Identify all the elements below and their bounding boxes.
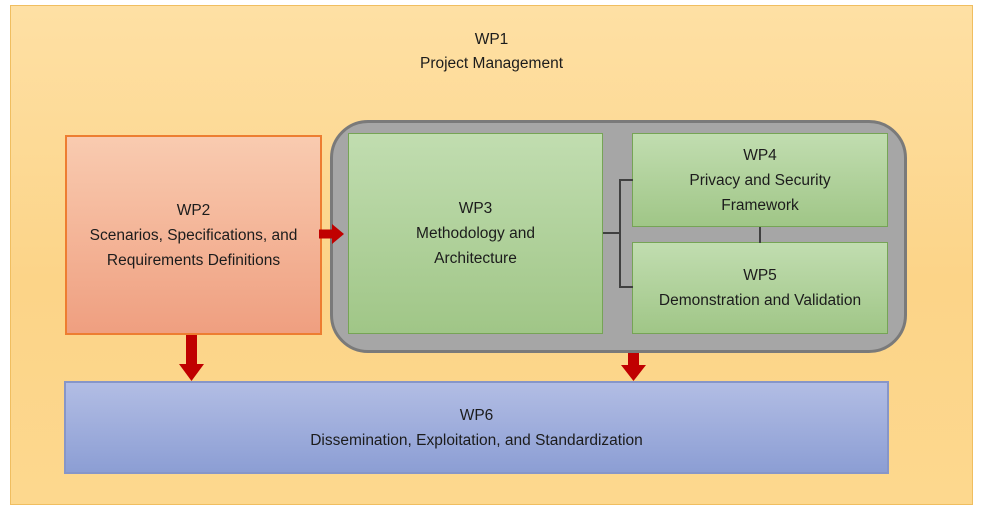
arrow-right-shape	[319, 224, 344, 244]
connector-bracket-vertical	[619, 179, 621, 288]
wp1-title-line1: WP1	[474, 31, 509, 48]
wp2-line2: Scenarios, Specifications, and	[89, 226, 298, 244]
wp2-line3: Requirements Definitions	[106, 251, 281, 269]
wp1-title: WP1 Project Management	[11, 28, 972, 76]
wp3-line2: Methodology and	[416, 225, 535, 242]
wp6-box: WP6 Dissemination, Exploitation, and Sta…	[64, 381, 889, 474]
wp5-line1: WP5	[743, 267, 777, 284]
connector-stub-to-wp4	[619, 179, 633, 181]
wp4-box: WP4 Privacy and Security Framework	[632, 133, 888, 227]
wp3-box: WP3 Methodology and Architecture	[348, 133, 603, 334]
wp3-line1: WP3	[458, 200, 493, 217]
arrow-down-shape	[179, 335, 204, 381]
wp5-line2: Demonstration and Validation	[658, 292, 862, 309]
wp6-line2: Dissemination, Exploitation, and Standar…	[310, 431, 643, 449]
arrow-group-to-wp6-icon	[621, 353, 646, 381]
arrow-down-shape	[621, 353, 646, 381]
wp2-box: WP2 Scenarios, Specifications, and Requi…	[65, 135, 322, 335]
wp6-line1: WP6	[459, 406, 494, 424]
wp4-line3: Framework	[721, 196, 799, 214]
wp4-line1: WP4	[743, 146, 777, 164]
connector-wp4-wp5	[759, 227, 761, 243]
wp5-box: WP5 Demonstration and Validation	[632, 242, 888, 334]
wp3-line3: Architecture	[434, 250, 517, 267]
wp1-title-line2: Project Management	[419, 55, 564, 72]
arrow-wp2-to-wp6-icon	[179, 335, 204, 381]
connector-stub-to-wp5	[619, 286, 633, 288]
wp4-line2: Privacy and Security	[689, 171, 831, 189]
connector-wp3-stem	[603, 232, 620, 234]
wp2-line1: WP2	[176, 201, 211, 219]
arrow-wp2-to-wp3-icon	[319, 224, 344, 244]
